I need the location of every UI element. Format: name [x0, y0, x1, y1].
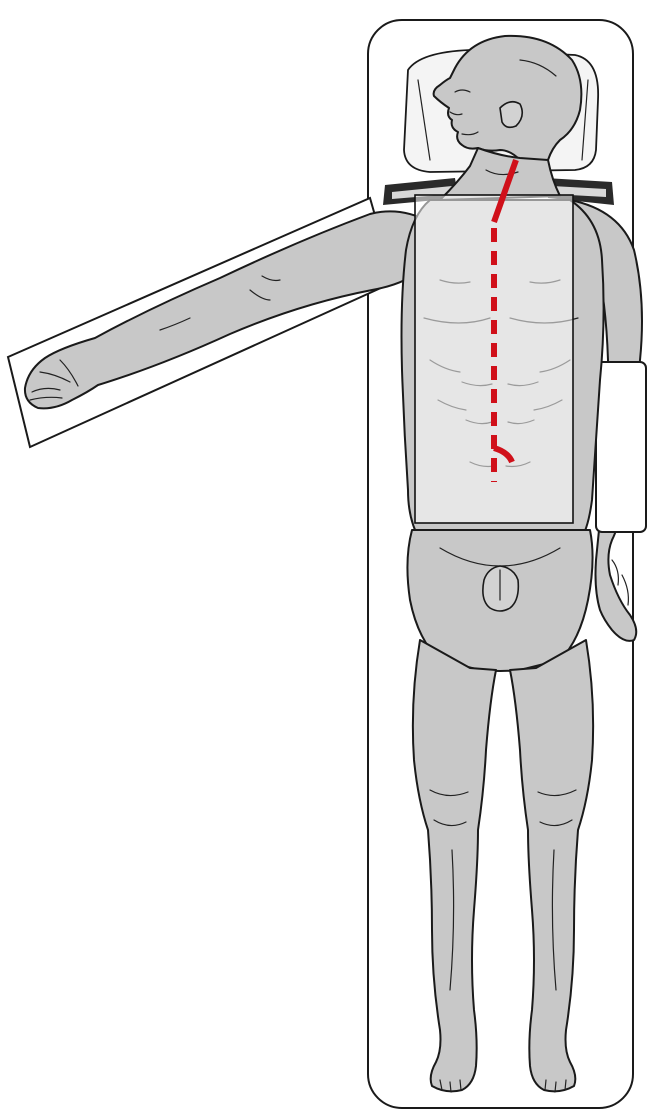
surgical-drape-window	[415, 195, 573, 523]
